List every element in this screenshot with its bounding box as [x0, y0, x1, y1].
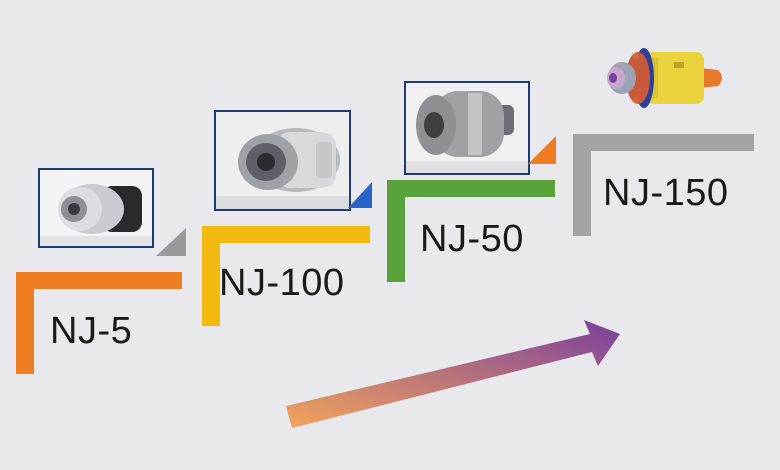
nj100-engine-photo — [214, 110, 351, 211]
nj100-step-vertical — [202, 226, 220, 326]
nj150-label: NJ-150 — [603, 172, 729, 214]
nj50-label: NJ-50 — [420, 218, 524, 260]
nj150-step-horizontal — [573, 134, 754, 151]
nj5-step-vertical — [16, 272, 34, 374]
nj5-step-horizontal — [16, 272, 182, 289]
nj50-step-vertical — [387, 180, 405, 282]
nj50-engine-photo — [404, 81, 530, 175]
corner-accent-orange — [528, 136, 556, 164]
corner-accent-orange-shape — [528, 136, 556, 164]
corner-accent-gray — [156, 228, 186, 256]
nj150-engine-render — [600, 38, 730, 118]
nj50-step-horizontal — [387, 180, 555, 197]
corner-accent-blue-shape — [348, 182, 372, 208]
nj5-label: NJ-5 — [50, 310, 133, 352]
progress-arrow-icon — [286, 320, 620, 428]
nj5-engine-photo — [38, 168, 154, 248]
nj100-step-horizontal — [202, 226, 370, 243]
corner-accent-blue — [348, 182, 372, 208]
progress-arrow-shape — [286, 320, 620, 428]
corner-accent-gray-shape — [156, 228, 186, 256]
nj100-label: NJ-100 — [219, 262, 345, 304]
nj150-step-vertical — [573, 134, 591, 236]
